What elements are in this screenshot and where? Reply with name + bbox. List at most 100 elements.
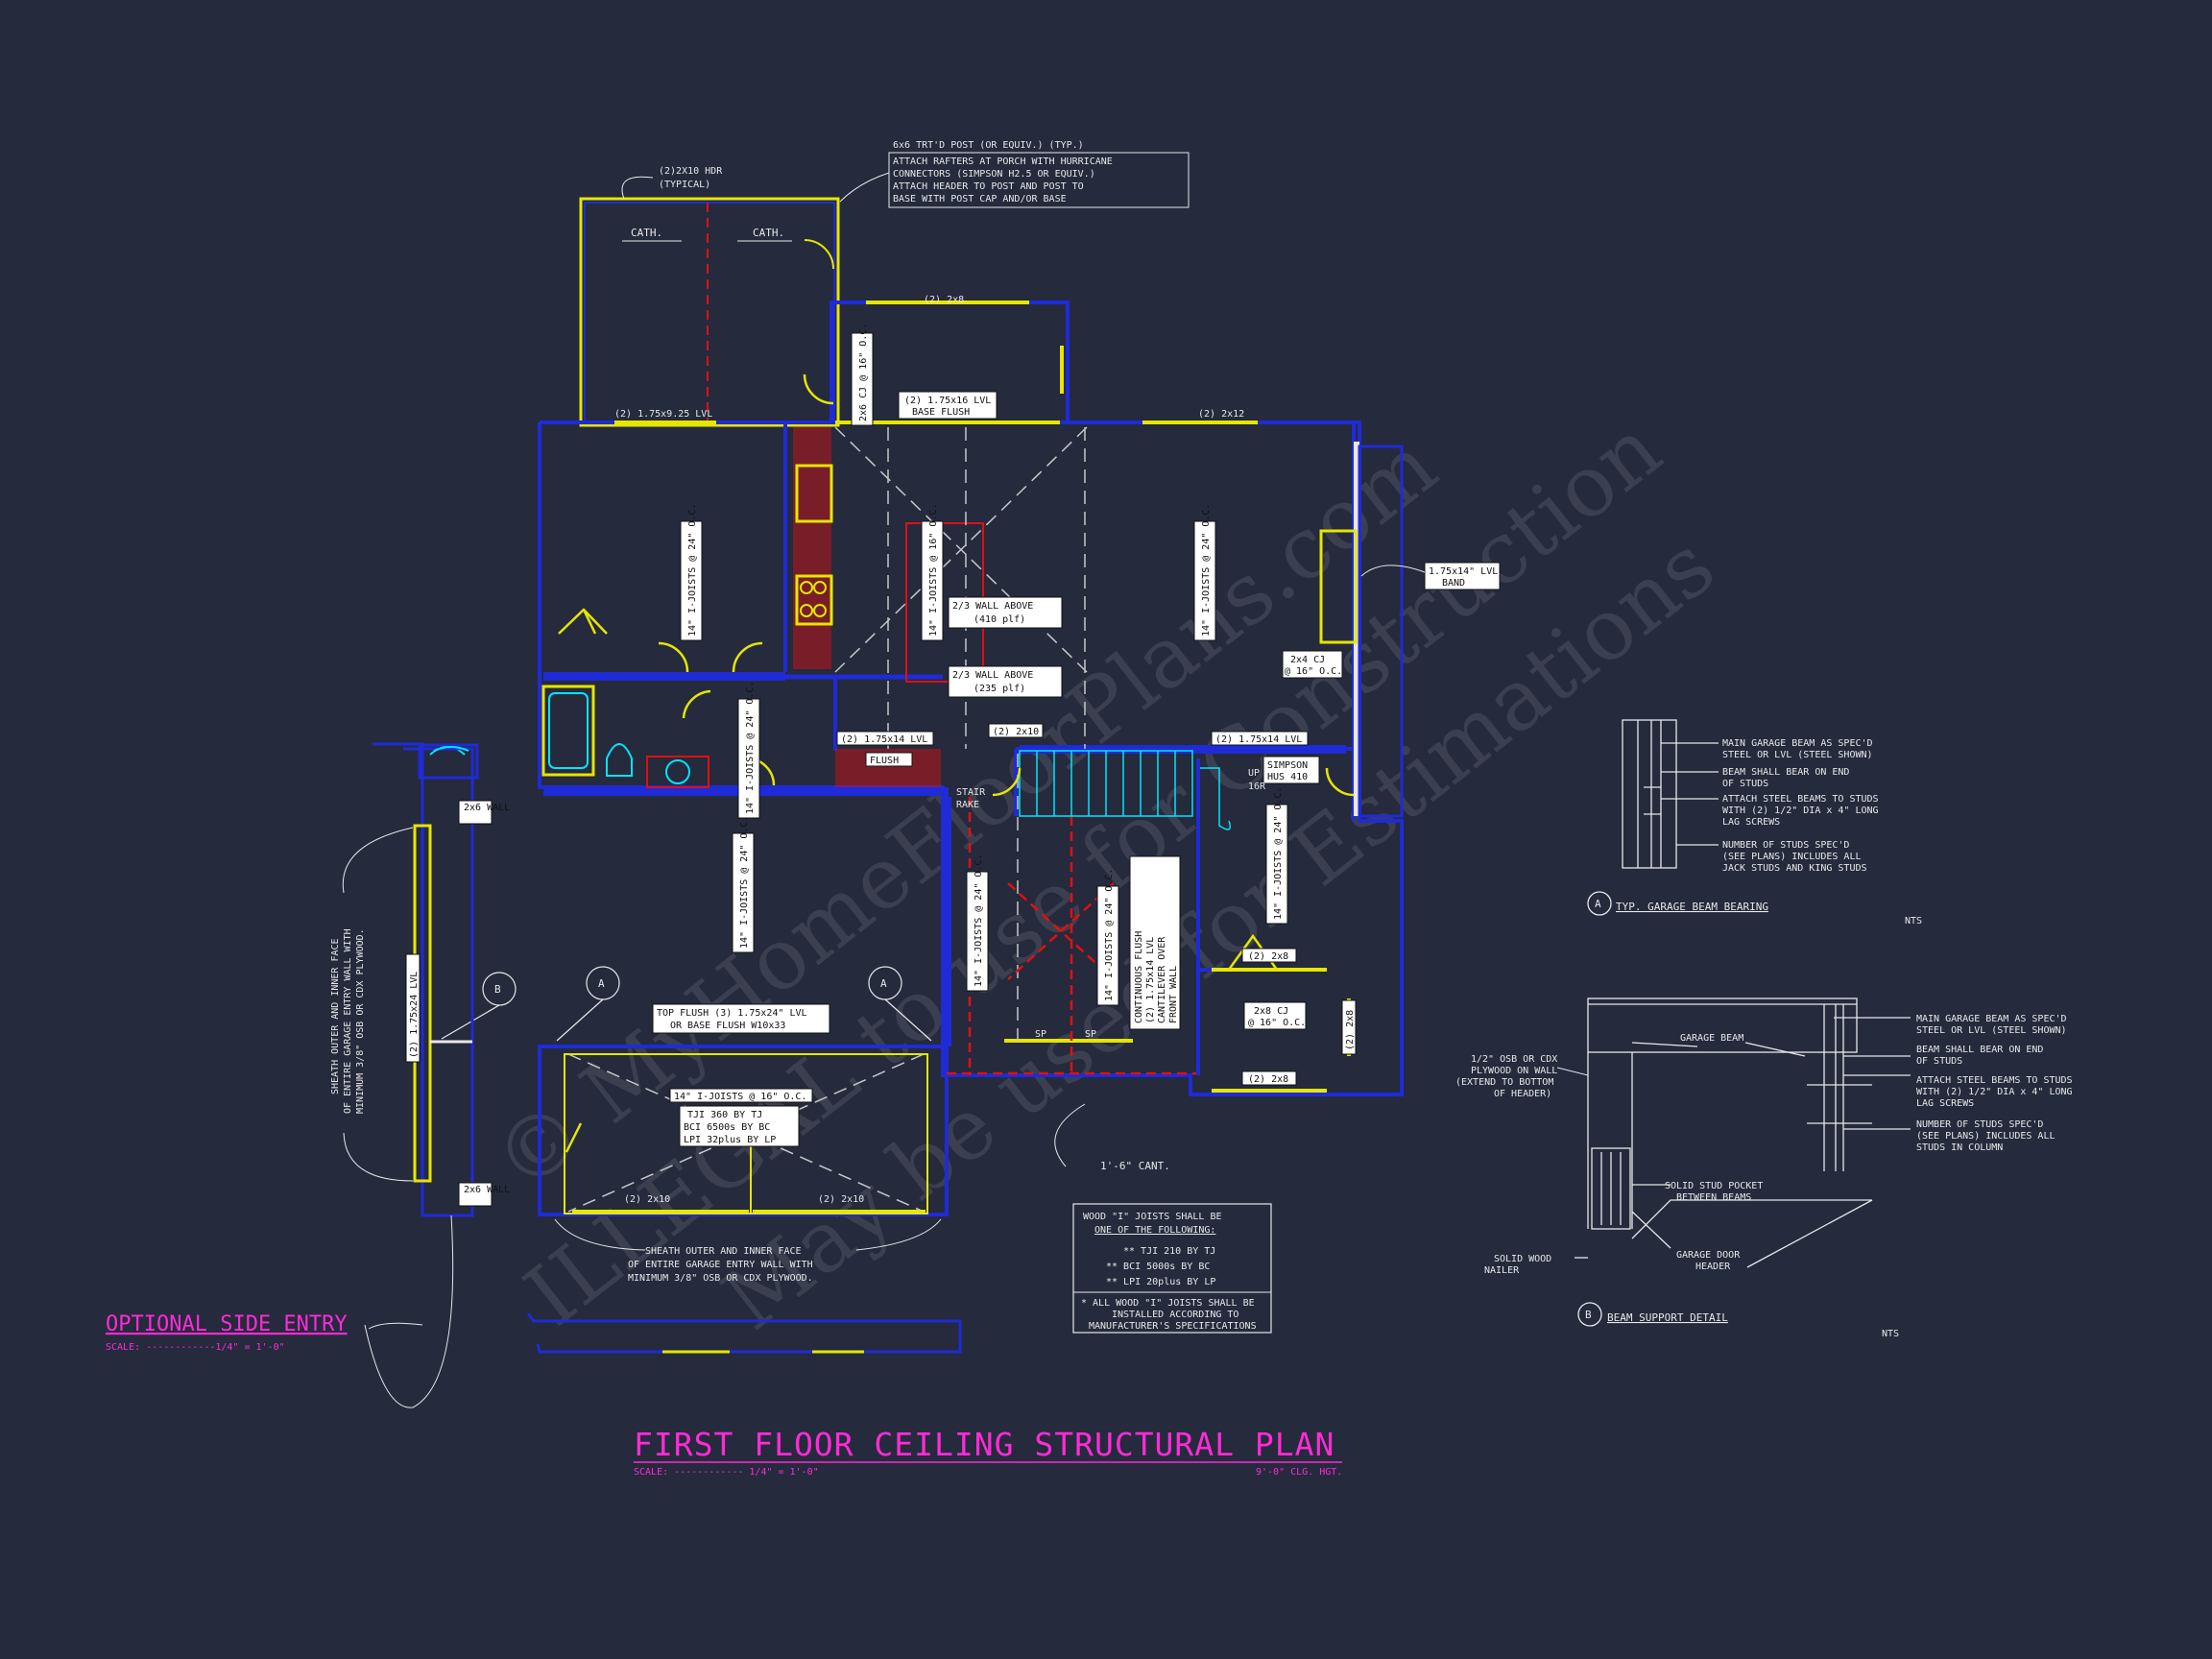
wall-above-1b: (410 plf)	[974, 614, 1025, 625]
detail-a-n1a: MAIN GARAGE BEAM AS SPEC'D	[1722, 738, 1873, 749]
section-a-left: A	[598, 977, 605, 990]
top-flush-1: TOP FLUSH (3) 1.75x24" LVL	[657, 1008, 807, 1019]
main-title-block: FIRST FLOOR CEILING STRUCTURAL PLAN SCAL…	[634, 1426, 1342, 1478]
watermark: © MyHomeFloorPlans.com ILLEGAL to use fo…	[475, 399, 1732, 1349]
detail-a: MAIN GARAGE BEAM AS SPEC'D STEEL OR LVL …	[1587, 719, 1922, 926]
detail-b-n3a: ATTACH STEEL BEAMS TO STUDS	[1916, 1075, 2073, 1086]
side-wall-top: 2x6 WALL	[464, 803, 510, 813]
side-entry-scale: SCALE: ------------1/4" = 1'-0"	[106, 1342, 285, 1353]
detail-b-nailer-1: SOLID WOOD	[1494, 1254, 1551, 1264]
right-bays	[1319, 445, 1404, 818]
ceiling-height: 9'-0" CLG. HGT.	[1256, 1467, 1342, 1478]
detail-b-n2a: BEAM SHALL BEAR ON END	[1916, 1045, 2043, 1055]
detail-a-n3c: LAG SCREWS	[1722, 817, 1780, 828]
label-lvl-16-1: (2) 1.75x16 LVL	[904, 396, 991, 406]
side-entry-title: OPTIONAL SIDE ENTRY	[106, 1312, 348, 1336]
stair-rake-line1: STAIR	[956, 787, 986, 798]
detail-b-pocket-2: BETWEEN BEAMS	[1676, 1192, 1751, 1203]
cj-2x8-line1: 2x8 CJ	[1254, 1006, 1288, 1017]
cj-2x4-line1: 2x4 CJ	[1290, 655, 1325, 665]
joist-note-line8: MANUFACTURER'S SPECIFICATIONS	[1089, 1321, 1257, 1332]
hdr-typical-1: (2)2X10 HDR	[659, 166, 723, 177]
label-lvl-16-2: BASE FLUSH	[912, 407, 970, 418]
garage-tji-2: BCI 6500s BY BC	[684, 1122, 770, 1133]
up-line1: UP	[1248, 768, 1260, 779]
detail-a-n3a: ATTACH STEEL BEAMS TO STUDS	[1722, 794, 1879, 805]
detail-b-garage-beam: GARAGE BEAM	[1680, 1033, 1743, 1044]
wall-above-2a: 2/3 WALL ABOVE	[952, 670, 1033, 681]
detail-a-marker: A	[1595, 898, 1601, 910]
joists-24-lower: 14" I-JOISTS @ 24" O.C.	[739, 816, 750, 949]
detail-b-n4a: NUMBER OF STUDS SPEC'D	[1916, 1119, 2043, 1130]
joist-labels: 14" I-JOISTS @ 24" O.C. 14" I-JOISTS @ 1…	[680, 324, 1288, 1030]
hdr-2x8-bottom: (2) 2x8	[1248, 1074, 1288, 1085]
cant-label: 1'-6" CANT.	[1100, 1160, 1170, 1172]
detail-b-n4c: STUDS IN COLUMN	[1916, 1142, 2003, 1153]
porch-note-line4: ATTACH HEADER TO POST AND POST TO	[893, 181, 1084, 192]
cj-16-top: 2x6 CJ @ 16" O.C.	[858, 324, 869, 421]
joist-note-line7: INSTALLED ACCORDING TO	[1112, 1310, 1238, 1320]
simpson-line1: SIMPSON	[1267, 760, 1308, 771]
sheath-line3: MINIMUM 3/8" OSB OR CDX PLYWOOD.	[628, 1273, 813, 1284]
lvl14-right: (2) 1.75x14 LVL	[1215, 734, 1302, 745]
cantilever-line3: CANTILEVER OVER	[1157, 936, 1167, 1023]
joist-note-line1: WOOD "I" JOISTS SHALL BE	[1083, 1212, 1222, 1222]
joists-16-kitchen: 14" I-JOISTS @ 16" O.C.	[928, 504, 939, 637]
joists-24-rightlow: 14" I-JOISTS @ 24" O.C.	[1273, 787, 1284, 920]
detail-b-n3c: LAG SCREWS	[1916, 1098, 1974, 1109]
main-title: FIRST FLOOR CEILING STRUCTURAL PLAN	[634, 1426, 1334, 1463]
detail-b: GARAGE BEAM 1/2" OSB OR CDX PLYWOOD ON W…	[1455, 998, 2073, 1339]
detail-a-n4c: JACK STUDS AND KING STUDS	[1722, 863, 1867, 874]
garage-sheath-note: SHEATH OUTER AND INNER FACE OF ENTIRE GA…	[526, 1218, 962, 1354]
top-flush-2: OR BASE FLUSH W10x33	[670, 1021, 785, 1031]
joist-note-line5: ** LPI 20plus BY LP	[1106, 1277, 1215, 1287]
cantilever-line2: (2) 1.75x14 LVL	[1145, 937, 1156, 1023]
detail-b-marker: B	[1585, 1309, 1592, 1321]
garage-tji-3: LPI 32plus BY LP	[684, 1135, 776, 1145]
hdr-2x8-side: (2) 2x8	[1345, 1010, 1356, 1050]
cantilever-line4: FRONT WALL	[1168, 966, 1179, 1023]
hdr-2x10-mid: (2) 2x10	[993, 727, 1039, 737]
detail-b-scale: NTS	[1882, 1329, 1899, 1339]
garage-joists: 14" I-JOISTS @ 16" O.C.	[674, 1092, 806, 1102]
side-lvl: (2) 1.75x24 LVL	[409, 972, 420, 1058]
section-a-right: A	[880, 977, 887, 990]
sheath-line2: OF ENTIRE GARAGE ENTRY WALL WITH	[628, 1260, 813, 1270]
joists-24-bath: 14" I-JOISTS @ 24" O.C.	[745, 682, 756, 814]
up-line2: 16R	[1248, 781, 1266, 792]
detail-a-n1b: STEEL OR LVL (STEEL SHOWN)	[1722, 750, 1873, 760]
detail-b-osb-4: OF HEADER)	[1494, 1089, 1551, 1099]
porch: CATH. CATH. (2)2X10 HDR (TYPICAL)	[579, 166, 840, 427]
detail-a-n2a: BEAM SHALL BEAR ON END	[1722, 767, 1849, 778]
detail-a-n4a: NUMBER OF STUDS SPEC'D	[1722, 840, 1849, 851]
joist-note-box: WOOD "I" JOISTS SHALL BE ONE OF THE FOLL…	[1072, 1203, 1272, 1334]
cj-2x4-line2: @ 16" O.C.	[1285, 666, 1342, 677]
joist-note-line3: ** TJI 210 BY TJ	[1123, 1246, 1215, 1257]
detail-b-title: BEAM SUPPORT DETAIL	[1607, 1311, 1728, 1324]
detail-b-door-hdr-2: HEADER	[1695, 1262, 1731, 1272]
hdr-typical-2: (TYPICAL)	[659, 180, 710, 190]
section-markers	[441, 966, 932, 1042]
porch-note-line5: BASE WITH POST CAP AND/OR BASE	[893, 194, 1067, 204]
header-labels: (2) 1.75x9.25 LVL (2) 2x8 (2) 1.75x16 LV…	[614, 295, 1244, 420]
cj-2x8-line2: @ 16" O.C.	[1248, 1018, 1306, 1028]
joist-note-line2: ONE OF THE FOLLOWING:	[1094, 1225, 1215, 1236]
simpson-line2: HUS 410	[1267, 772, 1308, 782]
side-note-line2: OF ENTIRE GARAGE ENTRY WALL WITH	[343, 928, 353, 1114]
detail-a-n2b: OF STUDS	[1722, 779, 1768, 789]
kitchen	[793, 427, 984, 787]
main-scale: SCALE: ------------ 1/4" = 1'-0"	[634, 1467, 819, 1478]
sheath-line1: SHEATH OUTER AND INNER FACE	[645, 1246, 802, 1257]
detail-b-door-hdr-1: GARAGE DOOR	[1676, 1250, 1741, 1261]
stair-rake-line2: RAKE	[956, 800, 979, 810]
garage-hdr-left: (2) 2x10	[624, 1194, 670, 1205]
detail-a-title: TYP. GARAGE BEAM BEARING	[1616, 901, 1768, 913]
wall-above-2b: (235 plf)	[974, 684, 1025, 694]
optional-side-entry: 2x6 WALL 2x6 WALL (2) 1.75x24 LVL SHEATH…	[106, 742, 510, 1408]
detail-b-osb-3: (EXTEND TO BOTTOM	[1455, 1077, 1553, 1088]
stair	[1019, 750, 1231, 830]
side-note-line3: MINIMUM 3/8" OSB OR CDX PLYWOOD.	[355, 928, 366, 1114]
cantilever-line1: CONTINUOUS FLUSH	[1134, 931, 1144, 1023]
label-hdr-2x8-top: (2) 2x8	[924, 295, 964, 305]
section-b: B	[494, 983, 501, 996]
